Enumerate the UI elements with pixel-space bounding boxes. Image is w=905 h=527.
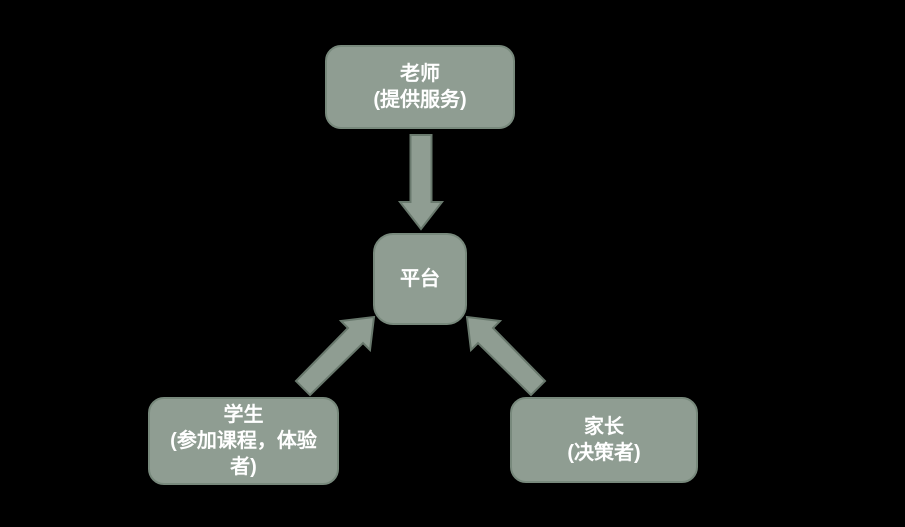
node-student-subtitle: (参加课程，体验者) (170, 430, 317, 478)
arrow-student-to-platform-icon (294, 315, 376, 397)
node-student: 学生 (参加课程，体验者) (148, 397, 339, 485)
node-teacher: 老师 (提供服务) (325, 45, 515, 129)
node-student-title: 学生 (223, 404, 264, 426)
arrow-parent-to-platform-icon (465, 315, 547, 397)
node-teacher-subtitle: (提供服务) (373, 89, 467, 111)
node-platform: 平台 (373, 233, 467, 325)
node-parent-subtitle: (决策者) (567, 442, 641, 464)
arrow-teacher-to-platform-icon (397, 134, 445, 231)
node-platform-title: 平台 (400, 268, 440, 290)
node-teacher-title: 老师 (400, 63, 440, 85)
node-parent: 家长 (决策者) (510, 397, 698, 483)
node-parent-title: 家长 (584, 416, 624, 438)
